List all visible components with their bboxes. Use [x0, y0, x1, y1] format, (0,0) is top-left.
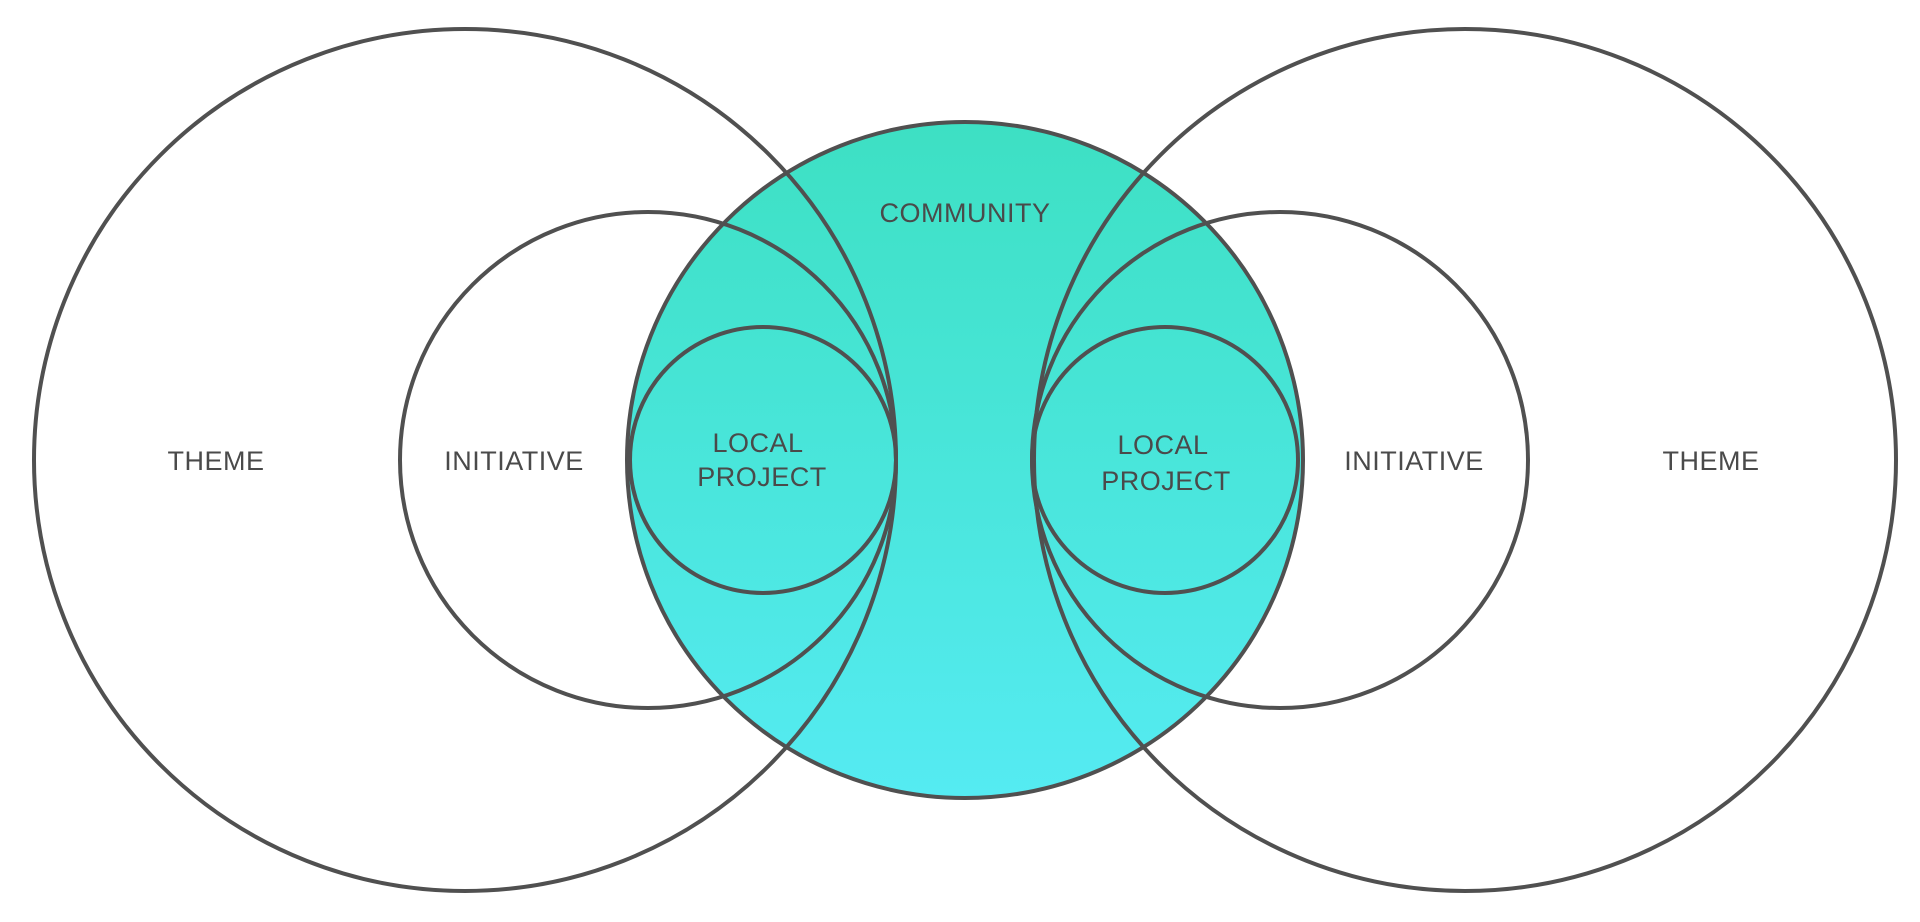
left-local-project-label-line2: PROJECT	[697, 462, 827, 492]
left-initiative-label: INITIATIVE	[444, 446, 584, 476]
right-initiative-label: INITIATIVE	[1344, 446, 1484, 476]
left-local-project-label-line1: LOCAL	[712, 428, 803, 458]
left-local-project-circle	[628, 325, 898, 595]
right-local-project-label-line2: PROJECT	[1101, 466, 1231, 496]
community-label: COMMUNITY	[880, 198, 1051, 228]
community-circle-fill	[627, 122, 1303, 798]
community-circle-outline	[625, 120, 1305, 800]
right-local-project-label-line1: LOCAL	[1117, 430, 1208, 460]
left-theme-label: THEME	[168, 446, 265, 476]
right-theme-label: THEME	[1663, 446, 1760, 476]
right-local-project-circle	[1030, 325, 1300, 595]
